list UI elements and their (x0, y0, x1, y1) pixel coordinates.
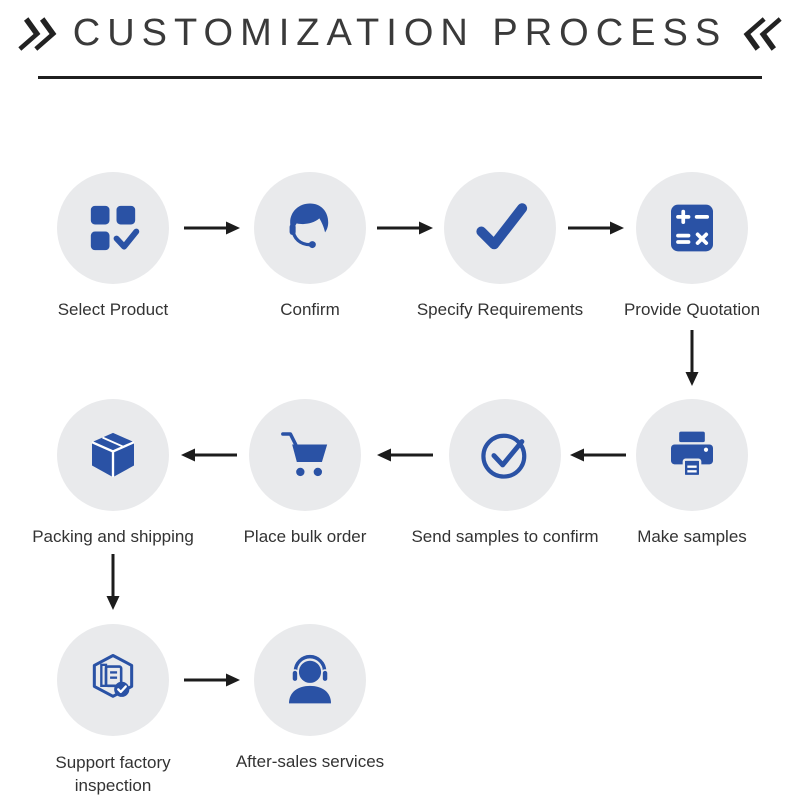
step-circle (57, 624, 169, 736)
step-label: Make samples (637, 527, 747, 546)
step-label: Place bulk order (243, 527, 367, 546)
flow-arrow-right (377, 221, 433, 235)
step-circle (57, 399, 169, 511)
step-packing-and-shipping: Packing and shipping (32, 399, 194, 546)
flow-arrow-down (685, 330, 699, 386)
page-title: CUSTOMIZATION PROCESS (72, 12, 728, 54)
step-after-sales-services: After-sales services (236, 624, 384, 771)
calculator-icon (671, 204, 713, 252)
step-circle (249, 399, 361, 511)
step-circle (444, 172, 556, 284)
flow-arrow-right (568, 221, 624, 235)
step-label: Packing and shipping (32, 527, 194, 546)
product-grid-check-icon (90, 205, 140, 251)
printer-icon (671, 431, 713, 478)
shopping-cart-icon (281, 432, 328, 477)
double-chevron-right-icon (18, 16, 57, 51)
customer-service-agent-icon (289, 203, 329, 249)
title-underline (38, 76, 762, 79)
step-confirm: Confirm (254, 172, 366, 319)
page-header: CUSTOMIZATION PROCESS (0, 12, 800, 55)
checkmark-icon (476, 203, 528, 250)
flow-arrow-left (377, 448, 433, 462)
step-make-samples: Make samples (636, 399, 748, 546)
factory-inspection-badge-icon (92, 653, 134, 698)
step-circle (636, 172, 748, 284)
shipping-box-icon (91, 432, 135, 478)
step-select-product: Select Product (57, 172, 169, 319)
flow-arrow-right (184, 673, 240, 687)
flow-arrow-left (181, 448, 237, 462)
step-circle (449, 399, 561, 511)
step-specify-requirements: Specify Requirements (417, 172, 583, 319)
step-label: Send samples to confirm (411, 527, 599, 546)
step-send-samples-to-confirm: Send samples to confirm (411, 399, 599, 546)
double-chevron-left-icon (743, 16, 782, 51)
step-label: Specify Requirements (416, 300, 584, 319)
step-label: Confirm (280, 300, 340, 319)
step-label: Support factory inspection (55, 753, 171, 795)
step-support-factory-inspection: Support factory inspection (55, 624, 171, 795)
step-label: After-sales services (235, 752, 385, 771)
step-provide-quotation: Provide Quotation (624, 172, 760, 319)
step-circle (57, 172, 169, 284)
flow-arrow-left (570, 448, 626, 462)
step-circle (636, 399, 748, 511)
step-circle (254, 624, 366, 736)
step-label: Select Product (57, 300, 169, 319)
flow-arrow-down (106, 554, 120, 610)
step-label: Provide Quotation (623, 300, 761, 319)
step-place-bulk-order: Place bulk order (244, 399, 366, 546)
headset-support-icon (289, 654, 331, 704)
step-circle (254, 172, 366, 284)
circle-check-icon (481, 433, 527, 479)
flow-arrow-right (184, 221, 240, 235)
